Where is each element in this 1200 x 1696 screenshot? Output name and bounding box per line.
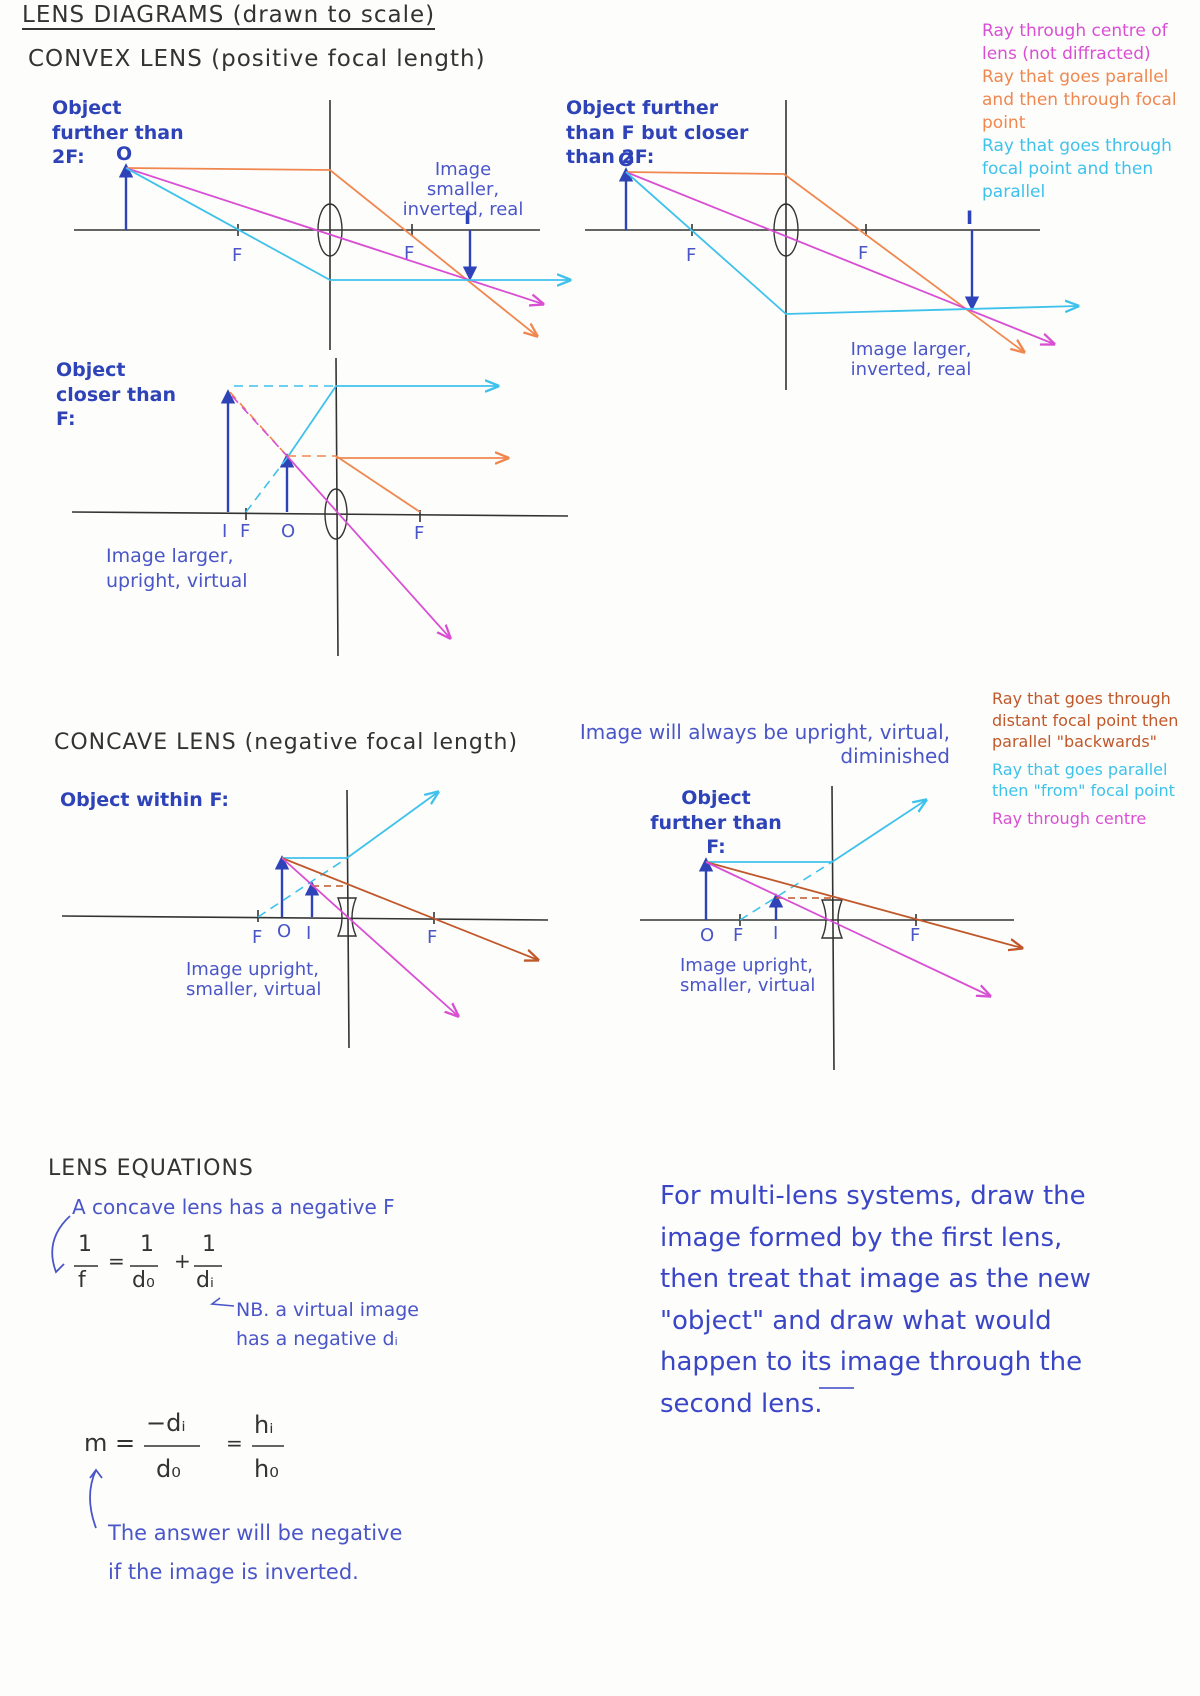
- d3-object-label: O: [281, 521, 296, 542]
- diagram-convex-far: [74, 100, 570, 350]
- d5-centre-ray: [705, 861, 990, 996]
- d1-focal-label-right: F: [404, 243, 415, 264]
- d2-image-label: I: [966, 207, 974, 229]
- concave-note-bracket: [51, 1215, 71, 1274]
- page-heading: LENS DIAGRAMS (drawn to scale): [22, 2, 436, 31]
- d5-label: Object further than F:: [650, 787, 782, 859]
- d5-note: Image upright, smaller, virtual: [680, 955, 816, 996]
- d1-parallel-ray: [125, 167, 537, 336]
- d5-lens-axis: [831, 785, 835, 1071]
- eq1-c: 1: [202, 1232, 216, 1257]
- d5-focal-label-left: F: [733, 925, 744, 946]
- d4-lens-axis: [346, 789, 350, 1049]
- eq1-a: 1: [78, 1232, 92, 1257]
- d2-focal-label-right: F: [858, 243, 869, 264]
- eq1-di: dᵢ: [196, 1268, 214, 1293]
- d3-focal-label-left: F: [240, 521, 251, 542]
- d4-centre-ray: [281, 857, 458, 1016]
- d3-focal-ray: [286, 386, 498, 459]
- d2-parallel-ray: [625, 171, 1024, 352]
- d2-object-label: O: [618, 149, 635, 171]
- concave-title: CONCAVE LENS (negative focal length): [54, 730, 519, 755]
- diagram-concave-within: [61, 789, 549, 1049]
- multi-lens-note: For multi-lens systems, draw the image f…: [660, 1181, 1091, 1419]
- d3-focal-label-right: F: [414, 523, 425, 544]
- d3-optical-axis: [71, 511, 569, 517]
- d2-convex-lens: [773, 203, 799, 257]
- legend-focal-ray: Ray that goes through focal point and th…: [982, 135, 1172, 202]
- d4-note: Image upright, smaller, virtual: [186, 959, 322, 1000]
- d4-image-label: I: [306, 923, 312, 944]
- eq2-den: d₀: [156, 1455, 181, 1483]
- d3-centre-ray: [286, 455, 450, 638]
- legend-center-ray: Ray through centre of lens (not diffract…: [982, 21, 1168, 64]
- virtual-image-note: NB. a virtual image has a negative dᵢ: [236, 1299, 419, 1351]
- d3-lens-axis: [335, 357, 339, 657]
- d4-diverged-ray: [346, 792, 438, 859]
- eq2-m: m =: [84, 1429, 136, 1457]
- virtual-note-pointer: [209, 1297, 235, 1307]
- mag-note-bracket: [89, 1468, 103, 1529]
- legend-centre-ray: Ray through centre: [992, 808, 1147, 828]
- equation-marks: [51, 1215, 854, 1529]
- legend-backwards-ray: Ray that goes through distant focal poin…: [992, 689, 1179, 752]
- d2-focal-label-left: F: [686, 245, 697, 266]
- concave-summary: Image will always be upright, virtual, d…: [579, 720, 950, 768]
- d4-label: Object within F:: [60, 789, 229, 811]
- d4-focal-label-right: F: [427, 927, 438, 948]
- d4-focal-label-left: F: [252, 927, 263, 948]
- d3-virtual-centre-extension: [231, 395, 288, 457]
- d4-backwards-ray: [281, 857, 538, 960]
- d3-image-label: I: [222, 521, 228, 542]
- eq1-b: 1: [140, 1232, 154, 1257]
- d4-optical-axis: [61, 915, 549, 921]
- diagram-convex-near: [71, 357, 569, 657]
- d3-note: Image larger, upright, virtual: [106, 545, 248, 592]
- d5-backwards-ray: [705, 861, 1022, 948]
- d4-virtual-from-focal: [257, 857, 348, 918]
- d4-object-label: O: [277, 921, 292, 942]
- d1-label: Object further than 2F:: [52, 97, 184, 169]
- d5-object-label: O: [700, 925, 715, 946]
- eq2-num: −dᵢ: [146, 1409, 186, 1437]
- concave-f-note: A concave lens has a negative F: [72, 1195, 395, 1219]
- eq1-do: d₀: [132, 1268, 155, 1293]
- eq1-eq: =: [108, 1249, 125, 1273]
- d3-label: Object closer than F:: [56, 359, 176, 431]
- magnification-note: The answer will be negative if the image…: [108, 1521, 403, 1584]
- d2-centre-ray: [625, 171, 1054, 344]
- convex-legend: Ray through centre of lens (not diffract…: [982, 20, 1192, 204]
- d3-parallel-ray: [335, 455, 421, 513]
- d5-image-label: I: [773, 923, 779, 944]
- diagram-concave-far: [640, 785, 1022, 1071]
- legend-from-focal-ray: Ray that goes parallel then "from" focal…: [992, 759, 1175, 801]
- d5-concave-lens: [820, 899, 844, 939]
- d1-focal-label-left: F: [232, 245, 243, 266]
- d2-note: Image larger, inverted, real: [850, 339, 972, 380]
- d2-focal-ray: [625, 171, 1078, 315]
- eq1-f: f: [78, 1268, 86, 1293]
- d1-object-label: O: [116, 143, 133, 165]
- eq2-ho: h₀: [254, 1455, 279, 1483]
- d3-convex-lens: [324, 488, 348, 540]
- d5-diverged-ray: [831, 800, 926, 863]
- eq1-plus: +: [174, 1249, 191, 1273]
- d5-focal-label-right: F: [910, 925, 921, 946]
- concave-legend: Ray that goes through distant focal poin…: [992, 688, 1197, 830]
- eq2-hi: hᵢ: [254, 1411, 274, 1439]
- d3-virtual-focal-extension: [245, 457, 288, 513]
- convex-title: CONVEX LENS (positive focal length): [28, 46, 486, 72]
- d1-focal-ray: [125, 167, 570, 280]
- legend-parallel-ray: Ray that goes parallel and then through …: [982, 66, 1177, 133]
- d5-virtual-from-focal: [739, 861, 833, 921]
- d1-note: Image smaller, inverted, real: [402, 159, 524, 220]
- equations-title: LENS EQUATIONS: [48, 1156, 254, 1181]
- d1-image-label: I: [464, 207, 472, 229]
- d1-centre-ray: [125, 167, 543, 304]
- diagram-convex-mid: [585, 100, 1078, 390]
- eq2-eq: =: [226, 1431, 243, 1455]
- d2-label: Object further than F but closer than 2F…: [566, 97, 749, 169]
